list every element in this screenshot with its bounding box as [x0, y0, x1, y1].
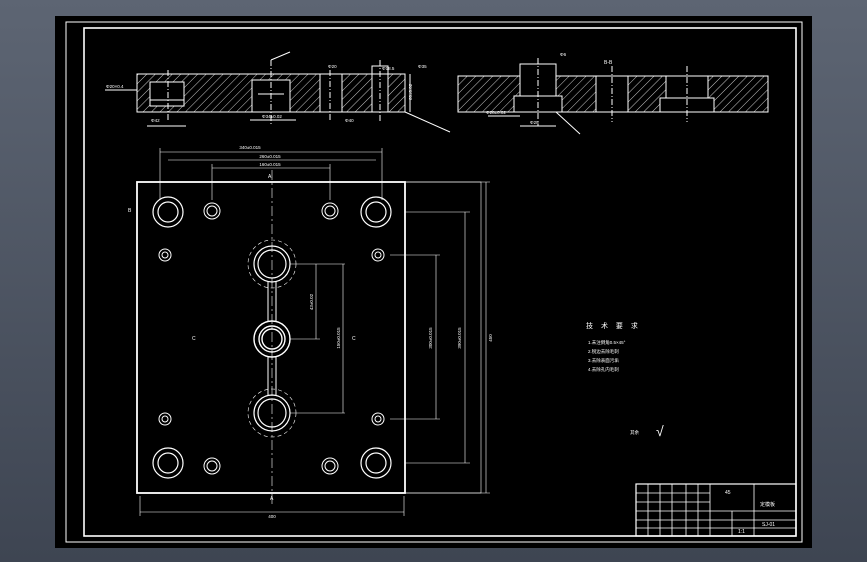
title-scale: 1:1 [738, 529, 745, 535]
svg-text:Φ35: Φ35 [418, 64, 427, 69]
section-left-dim-labels: Φ20×0.4 Φ42 Φ34±0.02 Φ20 Φ18.5 Φ35 Φ40 6… [106, 64, 427, 123]
svg-text:Φ20: Φ20 [328, 64, 337, 69]
svg-text:Φ34±0.02: Φ34±0.02 [262, 114, 282, 119]
dim-hole-spacing-outer: 340±0.015 [239, 145, 261, 150]
guide-pin-hole [360, 196, 392, 228]
screw-hole [321, 202, 339, 220]
svg-text:A: A [270, 496, 274, 502]
dim-vertical-inner: 150±0.015 [336, 327, 341, 349]
svg-text:Φ18.5: Φ18.5 [382, 66, 395, 71]
inner-frame [83, 27, 797, 537]
small-hole [371, 248, 385, 262]
screw-hole [321, 457, 339, 475]
tech-req-item: 2.锐边去除毛刺 [588, 348, 619, 355]
roughness-other-label: 其余 [630, 429, 639, 436]
guide-pin-hole [152, 447, 184, 479]
section-view-left [105, 51, 451, 133]
svg-text:Φ28±0.02: Φ28±0.02 [486, 110, 506, 115]
section-markers: B A A C C [128, 174, 356, 502]
runner-slot [267, 282, 277, 395]
section-bb-label: B-B [604, 60, 613, 66]
guide-pin-hole [152, 196, 184, 228]
title-block-text: 定模板 SJ-01 45 1:1 [725, 490, 775, 535]
svg-text:Φ20×0.4: Φ20×0.4 [106, 84, 124, 89]
svg-text:Φ28: Φ28 [530, 120, 539, 125]
roughness-symbol-icon: √ [656, 423, 664, 439]
guide-pin-hole [360, 447, 392, 479]
dim-vertical-outer: 390±0.015 [457, 327, 462, 349]
svg-text:Φ42: Φ42 [151, 118, 160, 123]
svg-text:Φ6: Φ6 [560, 52, 567, 57]
svg-text:Φ40: Φ40 [345, 118, 354, 123]
section-right-dim-labels: Φ28±0.02 Φ28 Φ6 [486, 52, 567, 125]
svg-text:C: C [352, 336, 356, 342]
dim-overall-height: 450 [488, 334, 493, 342]
tech-req-title: 技 术 要 求 [586, 321, 641, 330]
title-material: 45 [725, 490, 731, 496]
dim-hole-spacing-inner: 160±0.015 [259, 162, 281, 167]
tech-req-item: 3.去除表面污垢 [588, 357, 619, 364]
tech-req-item: 1.未注倒角0.5×45° [588, 339, 626, 346]
tech-requirements: 技 术 要 求 1.未注倒角0.5×45° 2.锐边去除毛刺 3.去除表面污垢 … [586, 321, 641, 373]
small-hole [158, 248, 172, 262]
plan-dim-labels: 340±0.015 260±0.015 160±0.015 400 450 39… [239, 145, 493, 519]
screw-hole [203, 457, 221, 475]
plan-view [136, 148, 490, 516]
svg-text:B: B [128, 208, 132, 214]
small-hole [158, 412, 172, 426]
small-hole [371, 412, 385, 426]
svg-text:C: C [192, 336, 196, 342]
svg-text:A: A [268, 174, 272, 180]
svg-text:60±0.02: 60±0.02 [408, 83, 413, 100]
title-drawing-no: SJ-01 [762, 522, 775, 528]
tech-req-item: 4.去除孔内毛刺 [588, 366, 619, 373]
screw-hole [203, 202, 221, 220]
title-part-name: 定模板 [760, 501, 775, 508]
roughness-note: 其余 √ [630, 423, 664, 439]
dim-hole-spacing-mid: 260±0.015 [259, 154, 281, 159]
section-view-right [457, 58, 769, 135]
title-block [635, 483, 797, 537]
dim-overall-width: 400 [268, 514, 276, 519]
outer-frame [65, 21, 803, 543]
dimension-lines [139, 148, 490, 516]
dim-center-spacing: 43±0.02 [309, 293, 314, 310]
dim-vertical-mid: 300±0.015 [428, 327, 433, 349]
